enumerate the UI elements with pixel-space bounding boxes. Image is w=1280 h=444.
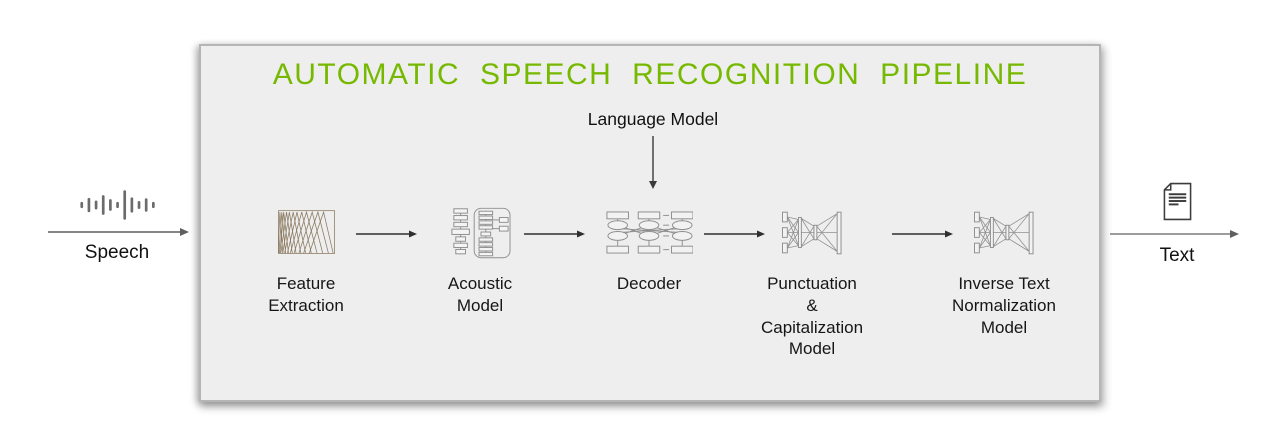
stage-label: Acoustic Model [447, 274, 513, 315]
encoder-decoder-icon [974, 207, 1034, 259]
stage-label: Decoder [616, 274, 682, 293]
document-icon [1162, 182, 1193, 221]
language-model-label: Language Model [587, 109, 719, 129]
flow-arrow [704, 228, 766, 240]
text-label: Text [1159, 245, 1195, 266]
stage-acoustic-model: Acoustic Model [410, 207, 550, 317]
language-model-arrow [647, 136, 659, 190]
flow-arrow [892, 228, 954, 240]
stage-inverse-text-normalization: Inverse Text Normalization Model [934, 207, 1074, 338]
stage-label: Feature Extraction [268, 274, 344, 315]
speech-input-arrow [48, 226, 190, 238]
flow-arrow [524, 228, 586, 240]
text-output-arrow [1110, 228, 1240, 240]
speech-label: Speech [84, 242, 150, 263]
pipeline-box: AUTOMATIC SPEECH RECOGNITION PIPELINE La… [199, 44, 1101, 402]
neural-blocks-icon [449, 207, 511, 259]
mel-filterbank-icon [277, 207, 335, 259]
lattice-icon [605, 207, 693, 259]
pipeline-title: AUTOMATIC SPEECH RECOGNITION PIPELINE [272, 58, 1028, 91]
encoder-decoder-icon [782, 207, 842, 259]
stage-punctuation-capitalization: Punctuation & Capitalization Model [742, 207, 882, 360]
stage-label: Punctuation & Capitalization Model [760, 274, 864, 359]
stage-feature-extraction: Feature Extraction [236, 207, 376, 317]
flow-arrow [356, 228, 418, 240]
stage-decoder: Decoder [579, 207, 719, 295]
stage-label: Inverse Text Normalization Model [952, 274, 1056, 337]
audio-waveform-icon [78, 188, 158, 222]
